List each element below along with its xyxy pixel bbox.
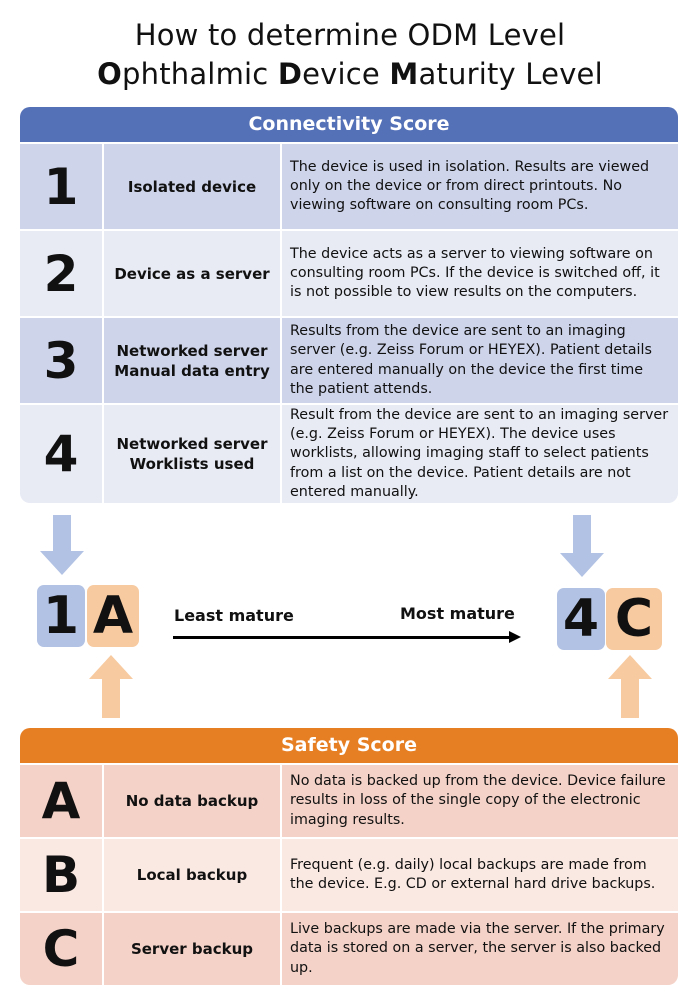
- level-description: Results from the device are sent to an i…: [282, 318, 678, 403]
- level-name-text: Device as a server: [114, 264, 270, 283]
- min-safety-badge: A: [87, 585, 139, 647]
- min-connectivity-badge: 1: [37, 585, 85, 647]
- level-description: Frequent (e.g. daily) local backups are …: [282, 839, 678, 911]
- level-description: Result from the device are sent to an im…: [282, 405, 678, 503]
- arrow-up-icon: [89, 655, 133, 718]
- subtitle-initial: O: [97, 57, 122, 91]
- level-description: The device acts as a server to viewing s…: [282, 231, 678, 316]
- level-name-text: Networked server: [116, 341, 268, 360]
- level-name: Device as a server: [104, 231, 282, 316]
- score: 4: [20, 405, 104, 503]
- page-subtitle: Ophthalmic Device Maturity Level: [0, 57, 700, 91]
- score: C: [20, 913, 104, 985]
- score: 3: [20, 318, 104, 403]
- level-description: Live backups are made via the server. If…: [282, 913, 678, 985]
- least-mature-label: Least mature: [174, 606, 294, 625]
- arrow-right-icon: [509, 631, 521, 643]
- max-connectivity-badge: 4: [557, 588, 605, 650]
- subtitle-part: phthalmic: [122, 57, 278, 91]
- score: 2: [20, 231, 104, 316]
- score: A: [20, 765, 104, 837]
- most-mature-label: Most mature: [400, 604, 515, 623]
- safety-header: Safety Score: [20, 728, 678, 763]
- level-name: No data backup: [104, 765, 282, 837]
- score: 1: [20, 144, 104, 229]
- level-name-text: Networked server: [116, 435, 268, 453]
- arrow-up-icon: [608, 655, 652, 718]
- maturity-arrow-line: [173, 636, 511, 639]
- subtitle-part: aturity Level: [418, 57, 603, 91]
- table-row: 2 Device as a server The device acts as a …: [20, 229, 678, 316]
- level-description: No data is backed up from the device. De…: [282, 765, 678, 837]
- subtitle-initial: M: [389, 57, 419, 91]
- score: B: [20, 839, 104, 911]
- level-name: Local backup: [104, 839, 282, 911]
- level-name-text: Isolated device: [127, 177, 257, 196]
- level-name-text: Worklists used: [129, 455, 255, 473]
- level-name-text: Manual data entry: [114, 361, 270, 380]
- level-name: Isolated device: [104, 144, 282, 229]
- level-description: The device is used in isolation. Results…: [282, 144, 678, 229]
- subtitle-part: evice: [302, 57, 390, 91]
- max-safety-badge: C: [606, 588, 662, 650]
- subtitle-initial: D: [277, 57, 303, 91]
- arrow-down-icon: [560, 515, 604, 577]
- table-row: 1 Isolated device The device is used in is…: [20, 142, 678, 229]
- arrow-down-icon: [40, 515, 84, 575]
- connectivity-header: Connectivity Score: [20, 107, 678, 142]
- level-name: Server backup: [104, 913, 282, 985]
- page-title: How to determine ODM Level: [134, 18, 566, 52]
